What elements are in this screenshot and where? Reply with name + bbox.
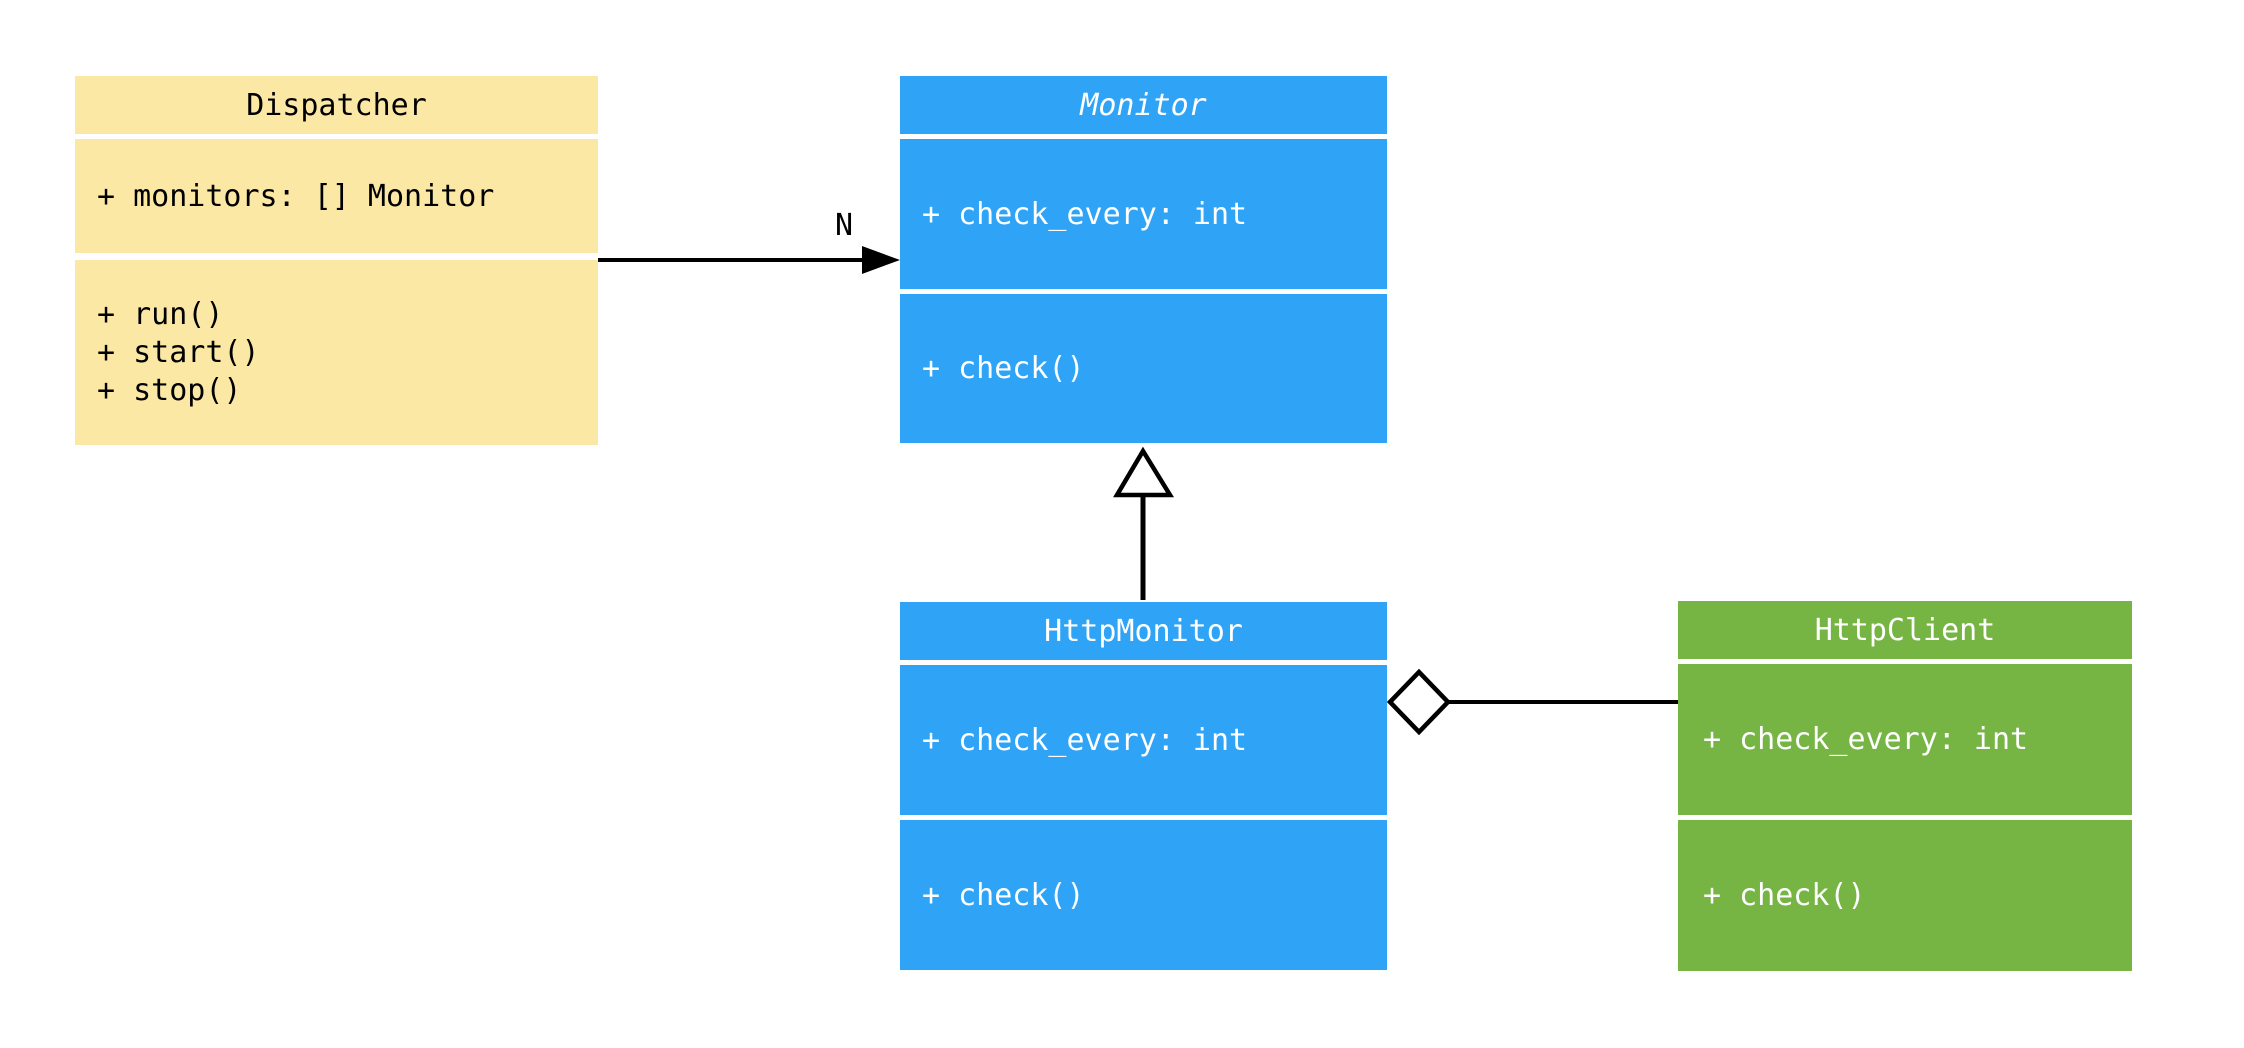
- class-name: HttpMonitor: [1044, 613, 1243, 649]
- hollow-diamond-icon: [1386, 668, 1452, 736]
- class-name-header: HttpMonitor: [900, 602, 1387, 660]
- association-connector: [598, 246, 900, 274]
- class-box-httpclient: HttpClient + check_every: int + check(): [1678, 601, 2132, 971]
- inheritance-connector: [1113, 446, 1175, 600]
- methods-section: + check(): [900, 820, 1387, 970]
- methods-section: + check(): [900, 294, 1387, 443]
- multiplicity-label: N: [834, 208, 854, 243]
- methods-section: + check(): [1678, 820, 2132, 971]
- class-name-header: Dispatcher: [75, 76, 598, 134]
- filled-arrowhead-icon: [862, 246, 900, 274]
- aggregation-connector: [1386, 668, 1678, 736]
- attribute-text: + check_every: int: [922, 196, 1248, 232]
- method-list: + run() + start() + stop(): [97, 296, 260, 410]
- attributes-section: + check_every: int: [900, 665, 1387, 815]
- class-box-monitor: Monitor + check_every: int + check(): [900, 76, 1387, 443]
- class-name: Dispatcher: [246, 87, 427, 123]
- attributes-section: + check_every: int: [900, 139, 1387, 289]
- class-box-dispatcher: Dispatcher + monitors: [] Monitor + run(…: [75, 76, 598, 445]
- attribute-text: + monitors: [] Monitor: [97, 178, 495, 214]
- attribute-text: + check_every: int: [922, 722, 1248, 758]
- attributes-section: + monitors: [] Monitor: [75, 139, 598, 253]
- class-box-httpmonitor: HttpMonitor + check_every: int + check(): [900, 602, 1387, 970]
- class-name-header: Monitor: [900, 76, 1387, 134]
- methods-section: + run() + start() + stop(): [75, 260, 598, 445]
- method-text: + check(): [922, 351, 1085, 386]
- method-text: + run(): [97, 296, 224, 332]
- class-name: Monitor: [1080, 87, 1207, 123]
- class-name: HttpClient: [1814, 612, 1996, 648]
- hollow-triangle-icon: [1113, 446, 1175, 498]
- attribute-text: + check_every: int: [1703, 722, 2029, 757]
- class-name-header: HttpClient: [1678, 601, 2132, 659]
- method-text: + start(): [97, 334, 260, 370]
- method-text: + stop(): [97, 372, 242, 408]
- method-text: + check(): [1703, 878, 1866, 913]
- method-text: + check(): [922, 877, 1085, 913]
- attributes-section: + check_every: int: [1678, 664, 2132, 815]
